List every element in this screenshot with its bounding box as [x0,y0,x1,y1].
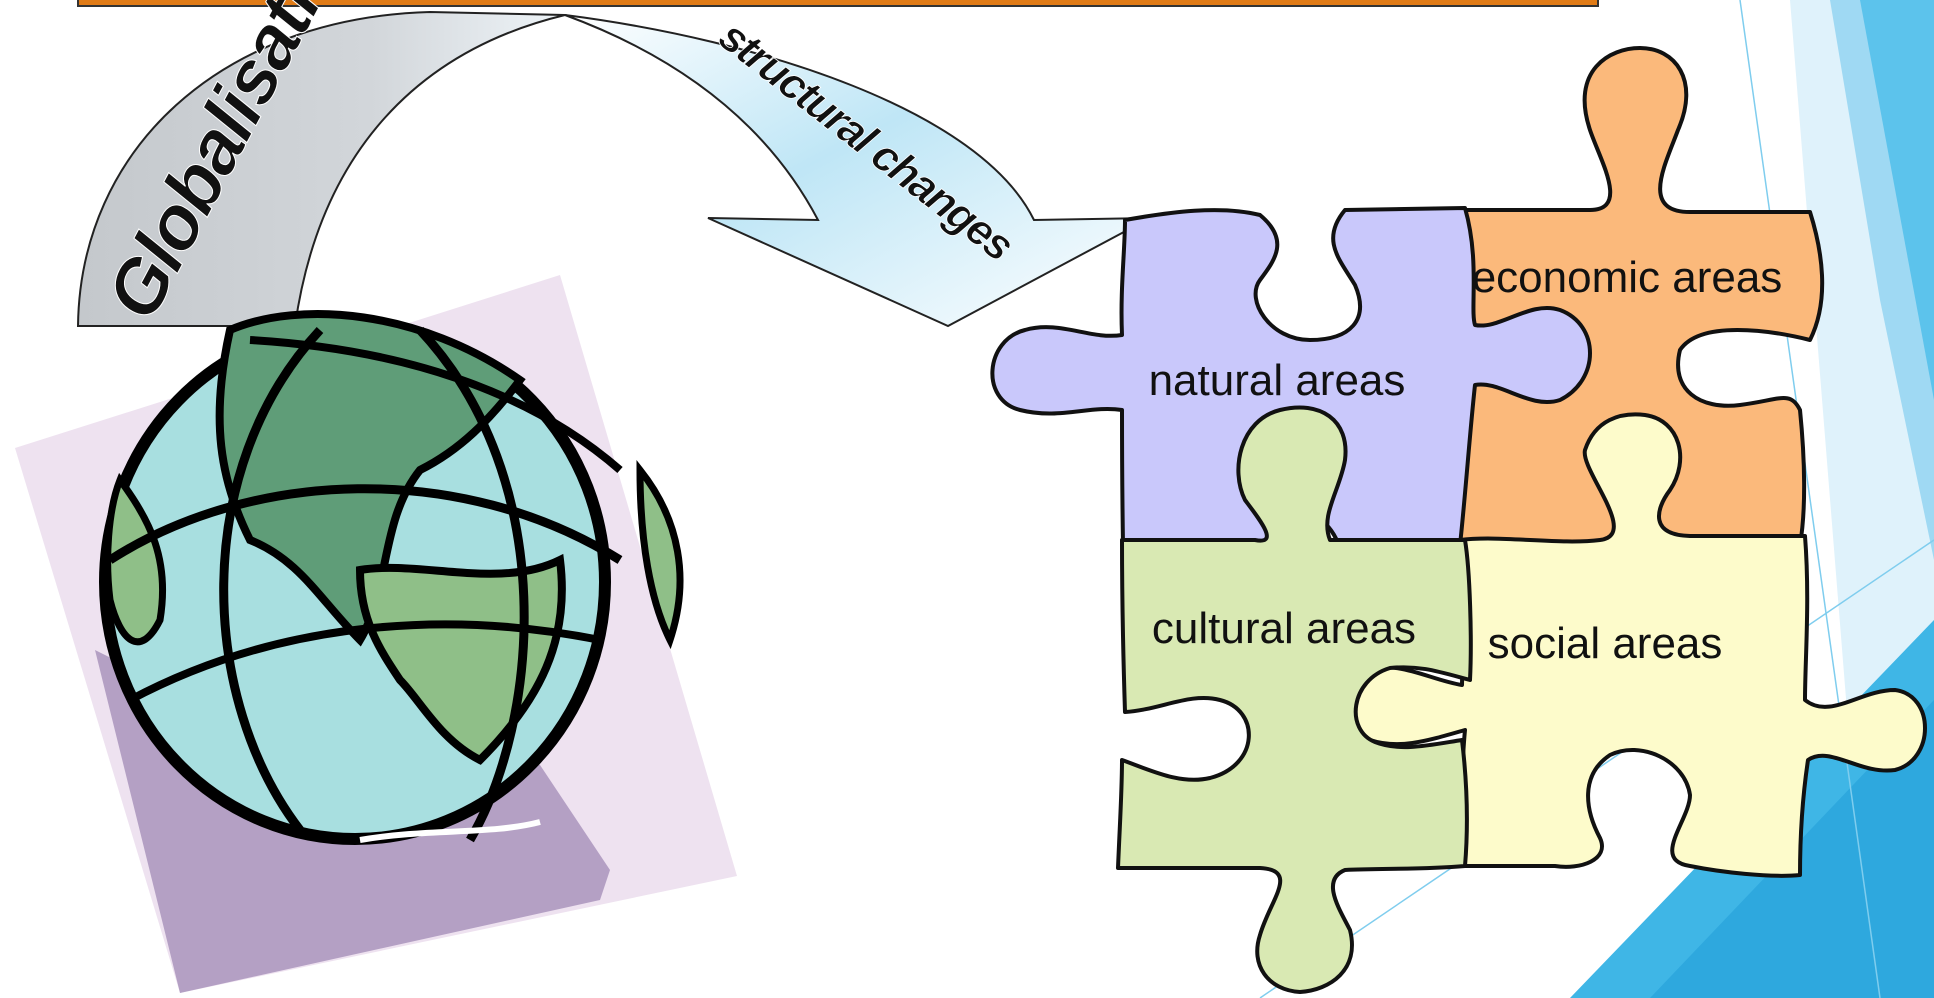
puzzle-piece-social [1342,412,1927,878]
puzzle: natural areas economic areas cultural ar… [990,46,1927,994]
label-cultural: cultural areas [1152,604,1416,653]
globalisation-arrow: Globalisation structural changes [76,0,1151,333]
label-natural: natural areas [1149,356,1406,405]
label-economic: economic areas [1472,253,1783,302]
puzzle-piece-natural [990,206,1592,550]
globe-clipart [15,275,737,993]
title-bar [77,0,1599,7]
puzzle-piece-cultural [1116,405,1473,994]
puzzle-piece-economic [1453,46,1825,547]
label-social: social areas [1488,619,1723,668]
